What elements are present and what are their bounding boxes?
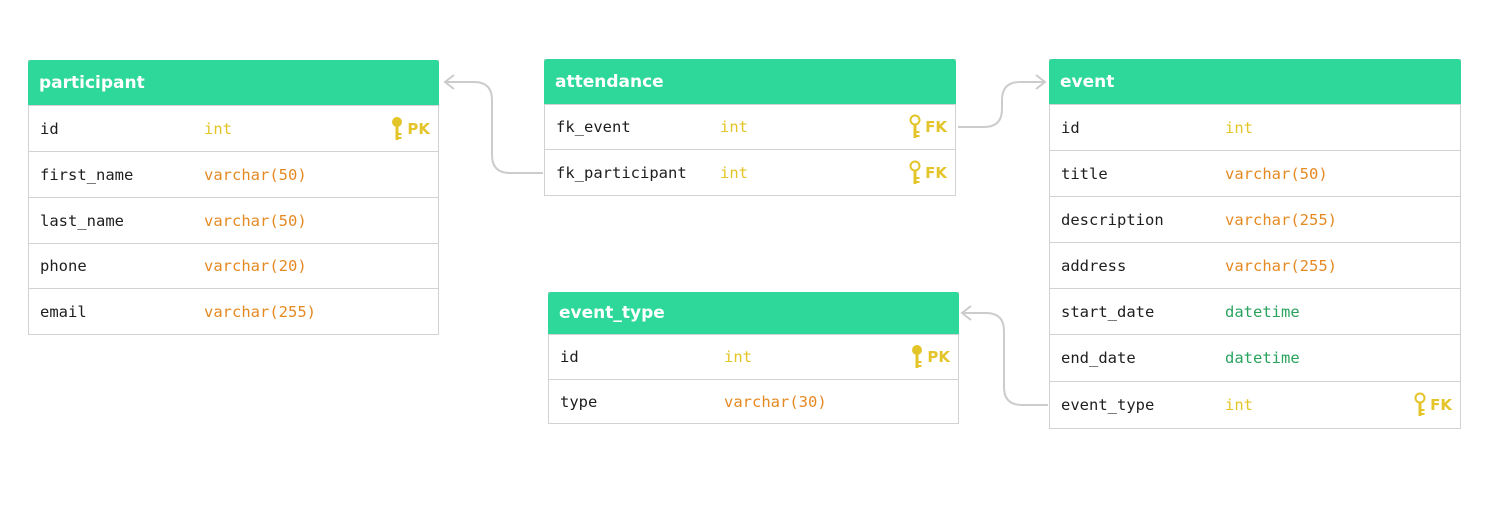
column-name: address <box>1061 256 1127 275</box>
column-name: start_date <box>1061 302 1155 321</box>
column-name: end_date <box>1061 349 1136 367</box>
column-type: int <box>724 348 752 366</box>
column-type: varchar(255) <box>204 302 316 321</box>
column-row[interactable]: description varchar(255) <box>1050 196 1460 242</box>
key-icon <box>909 160 921 184</box>
primary-key-badge: PK <box>390 116 430 142</box>
arrow-to-event-type <box>960 305 972 321</box>
foreign-key-badge: FK <box>908 114 947 140</box>
foreign-key-badge: FK <box>908 160 947 186</box>
column-name: fk_participant <box>556 163 687 182</box>
column-name: last_name <box>40 211 124 230</box>
column-type: datetime <box>1225 349 1300 367</box>
column-name: description <box>1061 210 1164 229</box>
column-type: varchar(255) <box>1225 210 1337 229</box>
column-row[interactable]: first_name varchar(50) <box>29 151 438 197</box>
column-row[interactable]: id int <box>1050 104 1460 150</box>
link-fk-participant <box>446 81 543 174</box>
link-fk-event <box>958 81 1044 128</box>
column-name: id <box>40 119 59 138</box>
column-name: type <box>560 392 598 411</box>
column-type: int <box>720 163 748 182</box>
table-participant[interactable]: participant id int PK first_name varchar… <box>28 60 439 335</box>
table-event[interactable]: event id int title varchar(50) descripti… <box>1049 59 1461 429</box>
column-row[interactable]: end_date datetime <box>1050 334 1460 381</box>
foreign-key-badge: FK <box>1413 392 1452 418</box>
column-name: email <box>40 302 87 321</box>
column-name: id <box>560 348 579 366</box>
link-event-type <box>963 312 1048 406</box>
column-type: int <box>1225 118 1253 137</box>
arrow-to-event <box>1035 74 1047 90</box>
column-row[interactable]: type varchar(30) <box>549 379 958 423</box>
column-type: varchar(255) <box>1225 256 1337 275</box>
column-type: int <box>1225 396 1253 414</box>
primary-key-badge: PK <box>910 344 950 370</box>
key-icon <box>912 345 923 368</box>
key-icon <box>392 116 403 140</box>
table-title: event_type <box>548 292 959 334</box>
column-row[interactable]: phone varchar(20) <box>29 243 438 288</box>
column-type: int <box>204 119 232 138</box>
column-row[interactable]: start_date datetime <box>1050 288 1460 334</box>
column-type: datetime <box>1225 302 1300 321</box>
column-type: varchar(50) <box>204 165 307 184</box>
arrow-to-participant <box>443 74 455 90</box>
column-row[interactable]: fk_participant int FK <box>545 149 955 195</box>
table-title: event <box>1049 59 1461 104</box>
column-type: int <box>720 118 748 136</box>
table-title: attendance <box>544 59 956 104</box>
column-name: event_type <box>1061 396 1155 414</box>
key-icon <box>909 114 921 138</box>
column-type: varchar(20) <box>204 257 307 275</box>
column-row[interactable]: title varchar(50) <box>1050 150 1460 196</box>
column-row[interactable]: address varchar(255) <box>1050 242 1460 288</box>
column-row[interactable]: id int PK <box>549 334 958 379</box>
table-attendance[interactable]: attendance fk_event int FK fk_participan… <box>544 59 956 196</box>
key-icon <box>1414 392 1426 416</box>
column-row[interactable]: fk_event int FK <box>545 104 955 149</box>
column-row[interactable]: id int PK <box>29 105 438 151</box>
table-title: participant <box>28 60 439 105</box>
column-type: varchar(30) <box>724 392 827 411</box>
column-row[interactable]: email varchar(255) <box>29 288 438 334</box>
column-name: id <box>1061 118 1080 137</box>
column-name: fk_event <box>556 118 631 136</box>
column-type: varchar(50) <box>204 211 307 230</box>
column-row[interactable]: last_name varchar(50) <box>29 197 438 243</box>
column-name: title <box>1061 164 1108 183</box>
column-name: phone <box>40 257 87 275</box>
column-type: varchar(50) <box>1225 164 1328 183</box>
column-row[interactable]: event_type int FK <box>1050 381 1460 428</box>
column-name: first_name <box>40 165 134 184</box>
table-event-type[interactable]: event_type id int PK type varchar(30) <box>548 292 959 424</box>
